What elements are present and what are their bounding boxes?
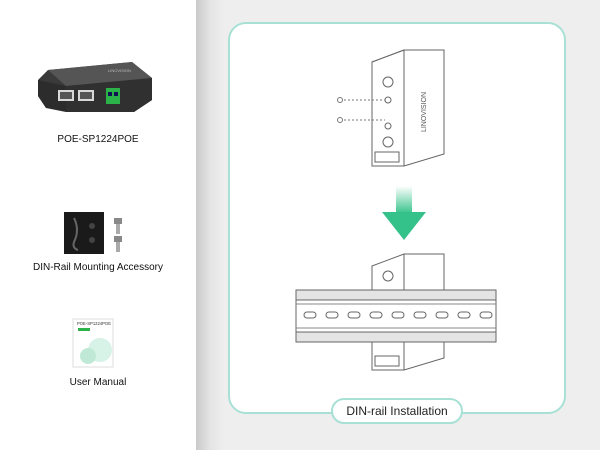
- installation-caption: DIN-rail Installation: [331, 398, 463, 424]
- din-rail-drawing: [295, 289, 497, 343]
- device-brand-text: LINOVISION: [108, 68, 131, 73]
- screw-guides: [337, 97, 385, 123]
- product-label-din-rail: DIN-Rail Mounting Accessory: [32, 262, 164, 273]
- device-drawing-top: LINOVISION: [371, 49, 445, 167]
- down-arrow-icon: [382, 186, 426, 240]
- panel-divider-shadow: [196, 0, 224, 450]
- product-label-manual: User Manual: [69, 377, 127, 388]
- din-rail-installation-illustration: LINOVISION: [295, 49, 497, 371]
- user-manual-icon: POE-SP1224POE: [72, 318, 114, 368]
- poe-switch-device-icon: LINOVISION: [38, 62, 152, 112]
- accessory-panel: LINOVISION POE-SP1224POE DIN-Rail Mounti…: [0, 0, 196, 450]
- manual-cover-title: POE-SP1224POE: [77, 321, 111, 326]
- product-label-poe-switch: POE-SP1224POE: [57, 134, 139, 145]
- device-brand-label: LINOVISION: [421, 92, 428, 132]
- din-rail-bracket-icon: [64, 212, 122, 254]
